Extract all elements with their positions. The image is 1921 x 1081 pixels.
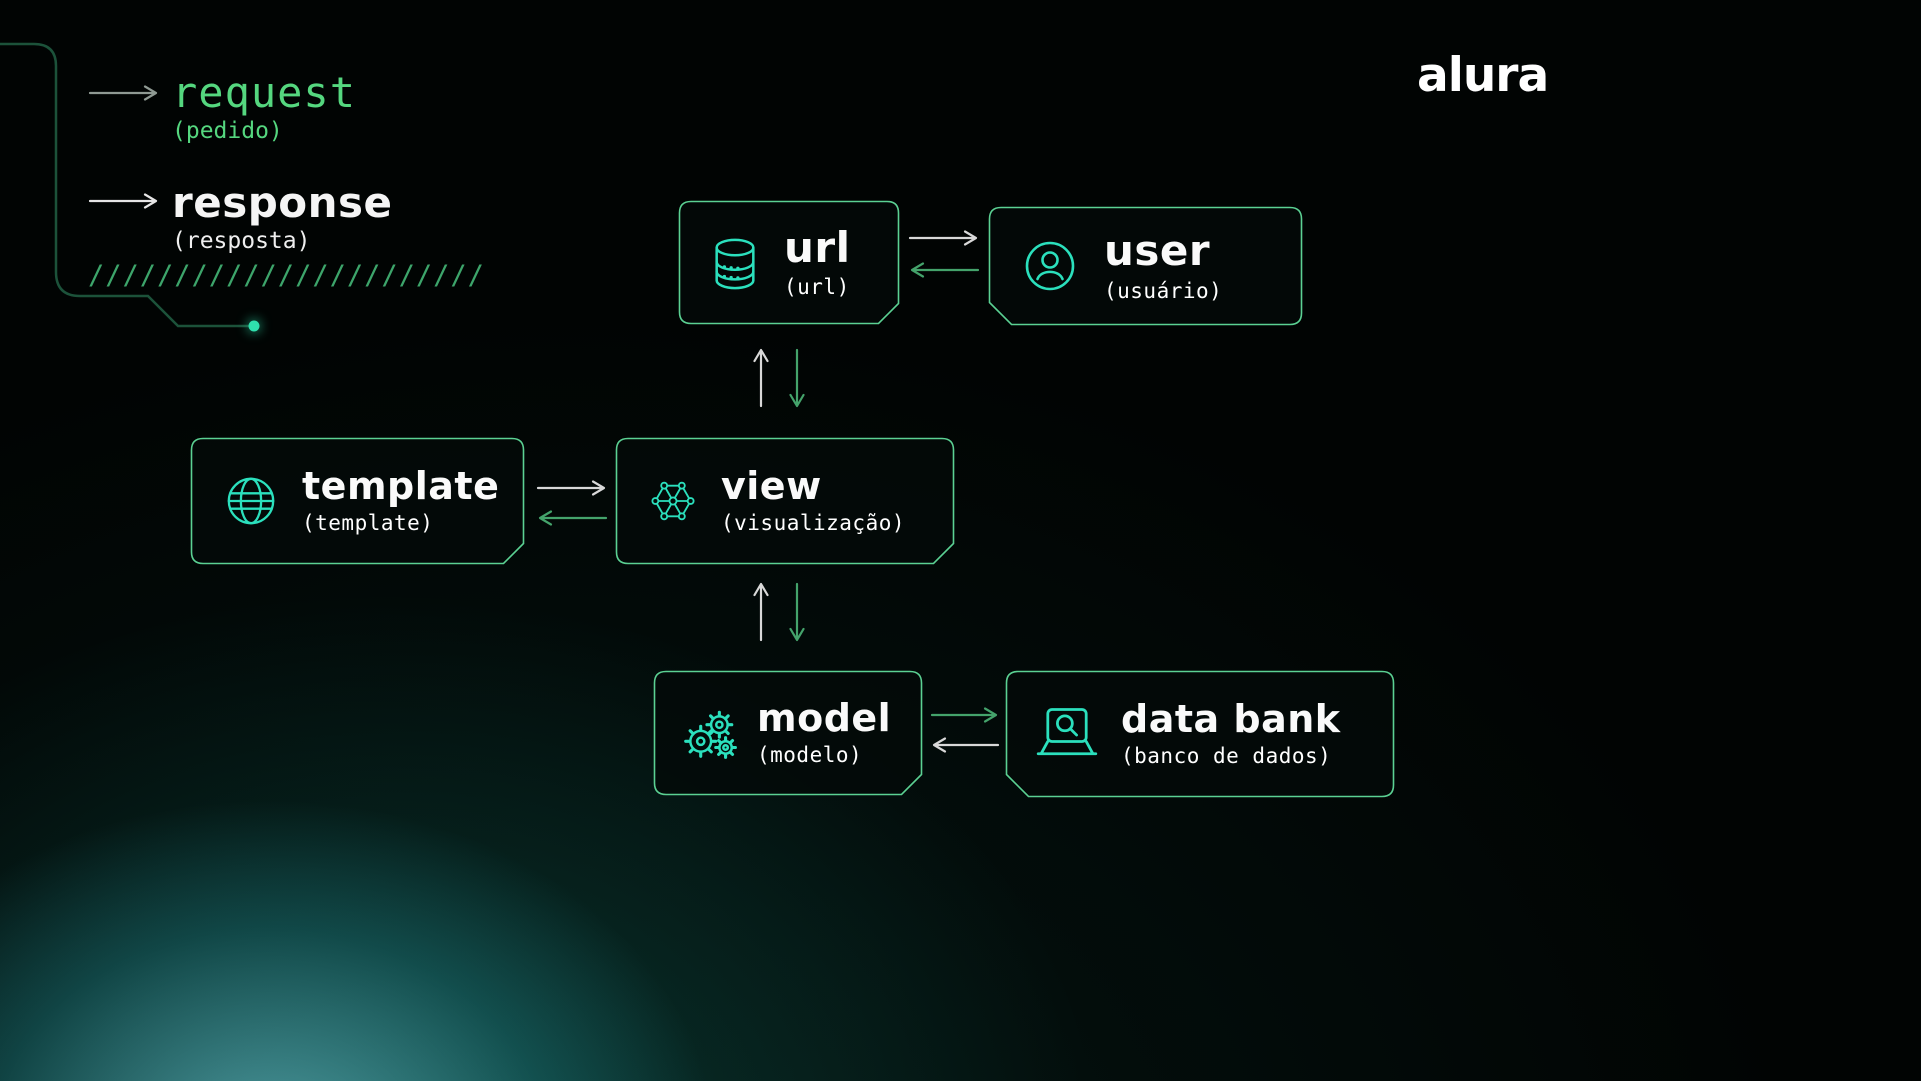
node-template: template (template) — [190, 437, 525, 565]
legend-request-sub: (pedido) — [172, 118, 283, 144]
node-template-border — [190, 437, 525, 565]
node-url: url (url) — [678, 200, 900, 325]
node-url-label: url — [784, 222, 851, 272]
legend-response-label: response — [172, 178, 393, 227]
arrow-request-view-to-template — [538, 510, 608, 526]
node-user-border — [988, 206, 1303, 326]
node-view-sub: (visualização) — [721, 511, 906, 536]
node-user-sub: (usuário) — [1104, 278, 1223, 303]
network-icon — [651, 481, 695, 521]
alura-logo: alura — [1417, 48, 1549, 103]
node-databank-sub: (banco de dados) — [1121, 744, 1332, 769]
node-user: user (usuário) — [988, 206, 1303, 326]
arrow-request-view-to-model — [789, 582, 805, 642]
node-url-sub: (url) — [784, 275, 850, 300]
node-template-label: template — [302, 463, 500, 508]
node-model-label: model — [757, 695, 892, 740]
response-arrow-icon — [88, 193, 158, 209]
node-databank-border — [1005, 670, 1395, 798]
hatch-divider: /////////////////////// — [88, 260, 485, 291]
node-view-border — [615, 437, 955, 565]
arrow-response-databank-to-model — [932, 737, 1000, 753]
database-icon — [715, 238, 755, 289]
request-arrow-icon — [88, 85, 158, 101]
arrow-response-template-to-view — [536, 480, 606, 496]
line-end-dot — [248, 320, 260, 332]
globe-icon — [227, 477, 275, 525]
legend-request-label: request — [172, 68, 357, 117]
node-model: model (modelo) — [653, 670, 923, 796]
node-databank-label: data bank — [1121, 696, 1341, 741]
gears-icon — [684, 710, 737, 759]
node-model-sub: (modelo) — [757, 743, 863, 768]
node-model-border — [653, 670, 923, 796]
node-template-sub: (template) — [302, 511, 434, 536]
node-databank: data bank (banco de dados) — [1005, 670, 1395, 798]
arrow-response-view-to-url — [753, 348, 769, 408]
arrow-request-url-to-view — [789, 348, 805, 408]
arrow-response-model-to-view — [753, 582, 769, 642]
arrow-request-user-to-url — [910, 262, 980, 278]
user-icon — [1025, 241, 1075, 291]
arrow-response-url-to-user — [908, 230, 978, 246]
arrow-request-model-to-databank — [930, 707, 998, 723]
node-view: view (visualização) — [615, 437, 955, 565]
node-url-border — [678, 200, 900, 325]
legend-response-sub: (resposta) — [172, 228, 311, 254]
node-user-label: user — [1104, 226, 1211, 276]
laptop-search-icon — [1036, 708, 1098, 756]
node-view-label: view — [721, 463, 822, 508]
